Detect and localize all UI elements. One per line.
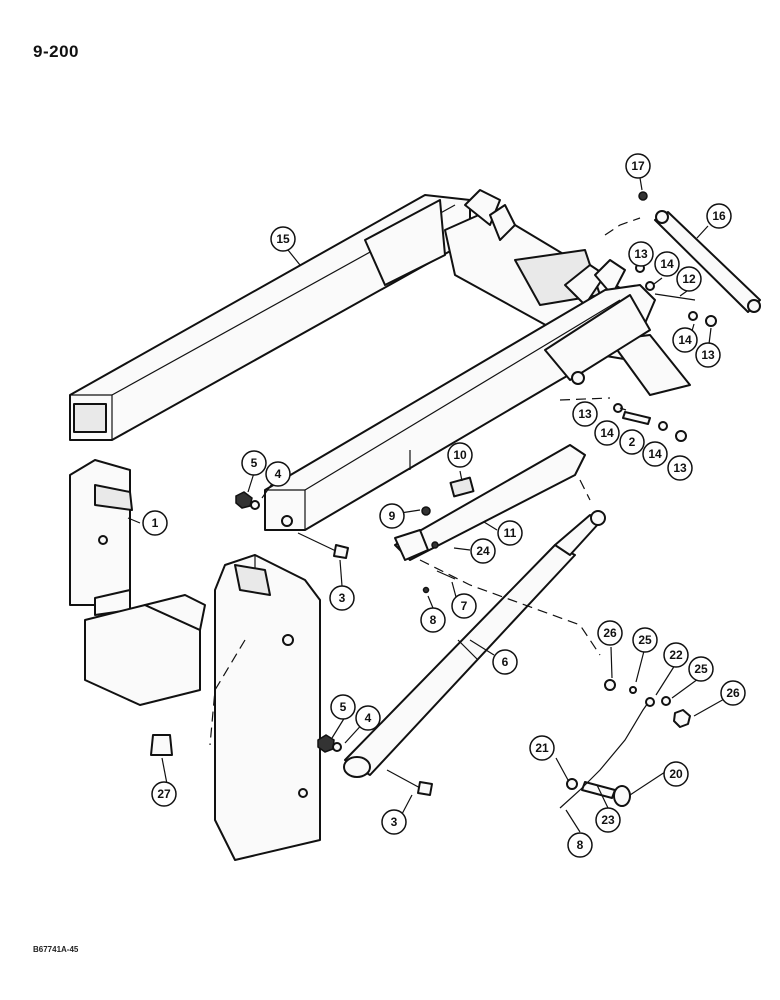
right-loader-arm: [264, 284, 656, 531]
callout-15: 15: [270, 226, 296, 252]
callout-16: 16: [706, 203, 732, 229]
svg-text:11: 11: [504, 526, 517, 540]
svg-text:20: 20: [669, 767, 683, 781]
hardware: [150, 263, 717, 809]
callout-2: 2: [619, 429, 645, 455]
svg-text:3: 3: [339, 591, 346, 605]
left-mounting-bracket: [69, 459, 133, 616]
svg-text:12: 12: [682, 272, 696, 286]
callout-10: 10: [447, 442, 473, 468]
svg-text:27: 27: [157, 787, 171, 801]
svg-text:25: 25: [694, 662, 708, 676]
svg-text:23: 23: [601, 813, 615, 827]
callout-14: 14: [594, 420, 620, 446]
svg-text:14: 14: [648, 447, 662, 461]
callout-13: 13: [667, 455, 693, 481]
svg-text:14: 14: [678, 333, 692, 347]
svg-text:5: 5: [251, 456, 258, 470]
callout-23: 23: [595, 807, 621, 833]
svg-text:10: 10: [453, 448, 467, 462]
page-number: 9-200: [33, 42, 79, 61]
leader-lines: [127, 177, 727, 833]
callout-6: 6: [492, 649, 518, 675]
bucket-cylinder: [638, 191, 761, 313]
svg-text:4: 4: [365, 711, 372, 725]
svg-text:1: 1: [152, 516, 159, 530]
dashed-routing-lines: [209, 217, 641, 746]
callout-14: 14: [642, 441, 668, 467]
svg-text:8: 8: [430, 613, 437, 627]
svg-text:22: 22: [669, 648, 683, 662]
svg-text:7: 7: [461, 599, 468, 613]
callout-24: 24: [470, 538, 496, 564]
callout-14: 14: [672, 327, 698, 353]
svg-text:15: 15: [276, 232, 290, 246]
callout-8: 8: [567, 832, 593, 858]
callout-13: 13: [572, 401, 598, 427]
svg-text:9: 9: [389, 509, 396, 523]
callouts: 15 17 16 13 14 12 14 13 13 14 2 14 13 5 …: [142, 153, 746, 858]
left-loader-arm: [69, 194, 471, 441]
svg-text:25: 25: [638, 633, 652, 647]
callout-26: 26: [597, 620, 623, 646]
callout-12: 12: [676, 266, 702, 292]
svg-text:13: 13: [701, 348, 715, 362]
callout-17: 17: [625, 153, 651, 179]
callout-3: 3: [381, 809, 407, 835]
callout-27: 27: [151, 781, 177, 807]
callout-13: 13: [628, 241, 654, 267]
svg-text:17: 17: [631, 159, 645, 173]
document-code: B67741A-45: [33, 945, 79, 954]
svg-text:13: 13: [578, 407, 592, 421]
svg-text:24: 24: [476, 544, 490, 558]
callout-7: 7: [451, 593, 477, 619]
callout-11: 11: [497, 520, 523, 546]
link-bar: [394, 444, 586, 561]
svg-text:6: 6: [502, 655, 509, 669]
svg-text:26: 26: [726, 686, 740, 700]
callout-26: 26: [720, 680, 746, 706]
callout-20: 20: [663, 761, 689, 787]
boom-cylinder: [343, 510, 606, 778]
callout-5: 5: [241, 450, 267, 476]
callout-14: 14: [654, 251, 680, 277]
callout-25: 25: [688, 656, 714, 682]
callout-1: 1: [142, 510, 168, 536]
svg-text:5: 5: [340, 700, 347, 714]
svg-text:26: 26: [603, 626, 617, 640]
callout-22: 22: [663, 642, 689, 668]
callout-8: 8: [420, 607, 446, 633]
callout-21: 21: [529, 735, 555, 761]
svg-text:14: 14: [600, 426, 614, 440]
callout-9: 9: [379, 503, 405, 529]
svg-text:8: 8: [577, 838, 584, 852]
svg-text:2: 2: [629, 435, 636, 449]
callout-13: 13: [695, 342, 721, 368]
svg-text:4: 4: [275, 467, 282, 481]
svg-text:13: 13: [634, 247, 648, 261]
callout-25: 25: [632, 627, 658, 653]
svg-text:14: 14: [660, 257, 674, 271]
svg-text:16: 16: [712, 209, 726, 223]
mounting-frame: [84, 554, 321, 861]
callout-4: 4: [265, 461, 291, 487]
callout-3: 3: [329, 585, 355, 611]
callout-5: 5: [330, 694, 356, 720]
svg-text:13: 13: [673, 461, 687, 475]
svg-text:3: 3: [391, 815, 398, 829]
callout-4: 4: [355, 705, 381, 731]
svg-text:21: 21: [535, 741, 549, 755]
